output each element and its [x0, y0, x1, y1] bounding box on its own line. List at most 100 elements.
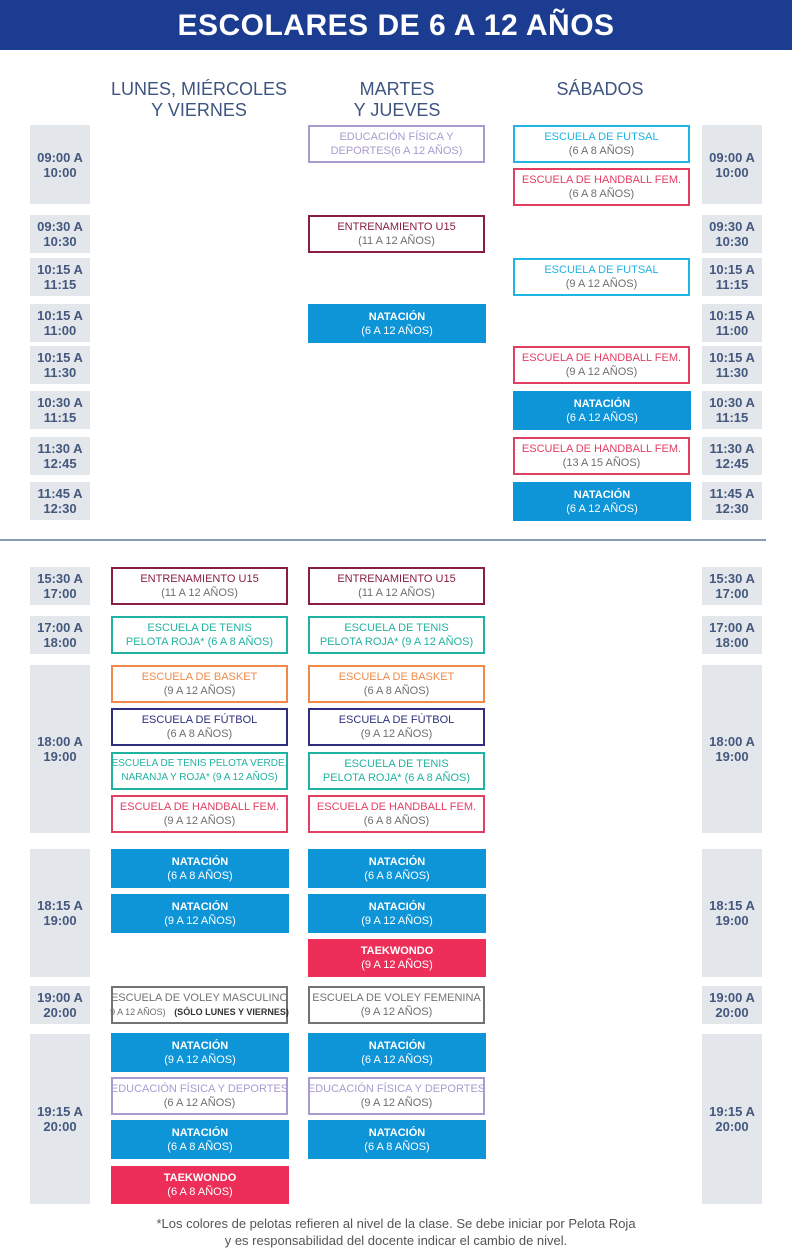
activity-ages: (6 A 8 AÑOS) [568, 188, 635, 200]
activity-natacion: NATACIÓN (6 A 12 AÑOS) [513, 482, 691, 521]
column-header-line: Y VIERNES [151, 100, 247, 120]
time-slot-left: 10:15 A 11:15 [30, 258, 90, 296]
time-slot-left: 11:30 A 12:45 [30, 437, 90, 475]
time-label: 19:00 A 20:00 [37, 990, 83, 1020]
time-label: 18:00 A 19:00 [709, 734, 755, 764]
activity-voley: ESCUELA DE VOLEY MASCULINO 9 A 12 AÑOS) … [110, 986, 289, 1024]
time-slot-left: 10:30 A 11:15 [30, 391, 90, 429]
time-slot-right: 09:30 A 10:30 [702, 215, 762, 253]
activity-name: ESCUELA DE HANDBALL FEM. [521, 352, 682, 364]
activity-entrenamiento-u15: ENTRENAMIENTO U15 (11 A 12 AÑOS) [308, 567, 485, 605]
activity-name: NATACIÓN [368, 855, 426, 868]
time-label: 15:30 A 17:00 [709, 571, 755, 601]
time-slot-right: 11:45 A 12:30 [702, 482, 762, 520]
activity-natacion: NATACIÓN (6 A 8 AÑOS) [308, 849, 486, 888]
time-label: 18:00 A 19:00 [37, 734, 83, 764]
activity-ages: (6 A 8 AÑOS) [363, 685, 430, 697]
activity-ages: (9 A 12 AÑOS) [164, 914, 236, 927]
activity-ages: (11 A 12 AÑOS) [161, 587, 238, 599]
activity-ages: (6 A 8 AÑOS) [568, 145, 635, 157]
time-label: 10:15 A 11:00 [37, 308, 83, 338]
activity-name: ESCUELA DE HANDBALL FEM. [521, 443, 682, 455]
activity-name: ESCUELA DE FUTSAL [544, 131, 659, 143]
activity-futsal: ESCUELA DE FUTSAL (9 A 12 AÑOS) [513, 258, 690, 296]
activity-natacion: NATACIÓN (6 A 8 AÑOS) [111, 1120, 289, 1159]
time-label: 09:30 A 10:30 [709, 219, 755, 249]
activity-ages: (6 A 8 AÑOS) [363, 815, 430, 827]
activity-name: NATACIÓN [171, 1126, 229, 1139]
time-label: 19:15 A 20:00 [709, 1104, 755, 1134]
activity-educacion-fisica: EDUCACIÓN FÍSICA Y DEPORTES (6 A 12 AÑOS… [111, 1077, 288, 1115]
activity-name: NARANJA Y ROJA* (9 A 12 AÑOS) [121, 772, 278, 783]
activity-ages: (9 A 12 AÑOS) [360, 728, 433, 740]
activity-name: NATACIÓN [171, 1039, 229, 1052]
column-header-sabados: SÁBADOS [510, 79, 690, 100]
activity-natacion: NATACIÓN (6 A 12 AÑOS) [308, 1033, 486, 1072]
activity-name: ESCUELA DE TENIS [147, 622, 252, 634]
time-label: 15:30 A 17:00 [37, 571, 83, 601]
activity-natacion: NATACIÓN (6 A 8 AÑOS) [111, 849, 289, 888]
section-divider [0, 539, 766, 541]
time-slot-left: 18:15 A 19:00 [30, 849, 90, 977]
activity-tenis: ESCUELA DE TENIS PELOTA ROJA* (6 A 8 AÑO… [308, 752, 485, 790]
activity-name: PELOTA ROJA* (9 A 12 AÑOS) [319, 636, 474, 648]
time-label: 10:30 A 11:15 [709, 395, 755, 425]
time-label: 18:15 A 19:00 [37, 898, 83, 928]
activity-name: NATACIÓN [368, 310, 426, 323]
time-slot-right: 18:15 A 19:00 [702, 849, 762, 977]
time-slot-left: 19:00 A 20:00 [30, 986, 90, 1024]
time-label: 10:15 A 11:30 [709, 350, 755, 380]
activity-name: DEPORTES(6 A 12 AÑOS) [330, 145, 463, 157]
time-slot-left: 18:00 A 19:00 [30, 665, 90, 833]
time-slot-left: 09:30 A 10:30 [30, 215, 90, 253]
activity-days-note: (SÓLO LUNES Y VIERNES) [174, 1007, 289, 1017]
activity-ages: (13 A 15 AÑOS) [562, 457, 641, 469]
time-label: 11:45 A 12:30 [709, 486, 755, 516]
activity-educacion-fisica: EDUCACIÓN FÍSICA Y DEPORTES (9 A 12 AÑOS… [308, 1077, 485, 1115]
column-header-line: SÁBADOS [556, 79, 644, 99]
time-label: 09:00 A 10:00 [37, 149, 83, 180]
time-slot-right: 15:30 A 17:00 [702, 567, 762, 605]
page-title: ESCOLARES DE 6 A 12 AÑOS [0, 0, 792, 50]
activity-name: NATACIÓN [368, 1126, 426, 1139]
time-slot-right: 10:15 A 11:00 [702, 304, 762, 342]
time-slot-left: 19:15 A 20:00 [30, 1034, 90, 1204]
activity-ages: (9 A 12 AÑOS) [163, 815, 236, 827]
column-header-line: LUNES, MIÉRCOLES [110, 79, 288, 99]
time-label: 11:30 A 12:45 [37, 441, 83, 471]
column-header-line: MARTES [359, 79, 435, 99]
activity-taekwondo: TAEKWONDO (9 A 12 AÑOS) [308, 939, 486, 977]
activity-name: ESCUELA DE TENIS [344, 758, 449, 770]
footnote: *Los colores de pelotas refieren al nive… [0, 1215, 792, 1249]
activity-name: ENTRENAMIENTO U15 [337, 573, 456, 585]
time-label: 10:15 A 11:15 [37, 262, 83, 292]
activity-entrenamiento-u15: ENTRENAMIENTO U15 (11 A 12 AÑOS) [308, 215, 485, 253]
time-slot-right: 17:00 A 18:00 [702, 616, 762, 654]
time-label: 17:00 A 18:00 [37, 620, 83, 650]
time-label: 11:45 A 12:30 [37, 486, 83, 516]
column-header-martes-jueves: MARTES Y JUEVES [307, 79, 487, 121]
activity-voley: ESCUELA DE VOLEY FEMENINA (9 A 12 AÑOS) [308, 986, 485, 1024]
activity-basket: ESCUELA DE BASKET (6 A 8 AÑOS) [308, 665, 485, 703]
activity-handball: ESCUELA DE HANDBALL FEM. (13 A 15 AÑOS) [513, 437, 690, 475]
activity-ages: (6 A 8 AÑOS) [364, 1140, 430, 1153]
time-slot-left: 11:45 A 12:30 [30, 482, 90, 520]
footnote-line: y es responsabilidad del docente indicar… [224, 1233, 568, 1248]
activity-handball: ESCUELA DE HANDBALL FEM. (9 A 12 AÑOS) [513, 346, 690, 384]
activity-handball: ESCUELA DE HANDBALL FEM. (6 A 8 AÑOS) [513, 168, 690, 206]
activity-futbol: ESCUELA DE FÚTBOL (6 A 8 AÑOS) [111, 708, 288, 746]
activity-name: PELOTA ROJA* (6 A 8 AÑOS) [125, 636, 274, 648]
activity-name: ENTRENAMIENTO U15 [337, 221, 456, 233]
activity-name: EDUCACIÓN FÍSICA Y [339, 131, 454, 143]
activity-name: ESCUELA DE VOLEY FEMENINA [312, 992, 481, 1004]
activity-ages: (6 A 12 AÑOS) [163, 1097, 236, 1109]
activity-natacion: NATACIÓN (6 A 12 AÑOS) [308, 304, 486, 343]
activity-ages: (9 A 12 AÑOS) [565, 278, 638, 290]
time-slot-right: 09:00 A 10:00 [702, 125, 762, 204]
activity-ages: 9 A 12 AÑOS) (SÓLO LUNES Y VIERNES) [110, 1005, 289, 1019]
activity-name: EDUCACIÓN FÍSICA Y DEPORTES [110, 1083, 289, 1095]
activity-ages: (11 A 12 AÑOS) [358, 587, 435, 599]
activity-ages: (6 A 8 AÑOS) [364, 869, 430, 882]
activity-name: ESCUELA DE FÚTBOL [338, 714, 455, 726]
activity-name: NATACIÓN [171, 900, 229, 913]
